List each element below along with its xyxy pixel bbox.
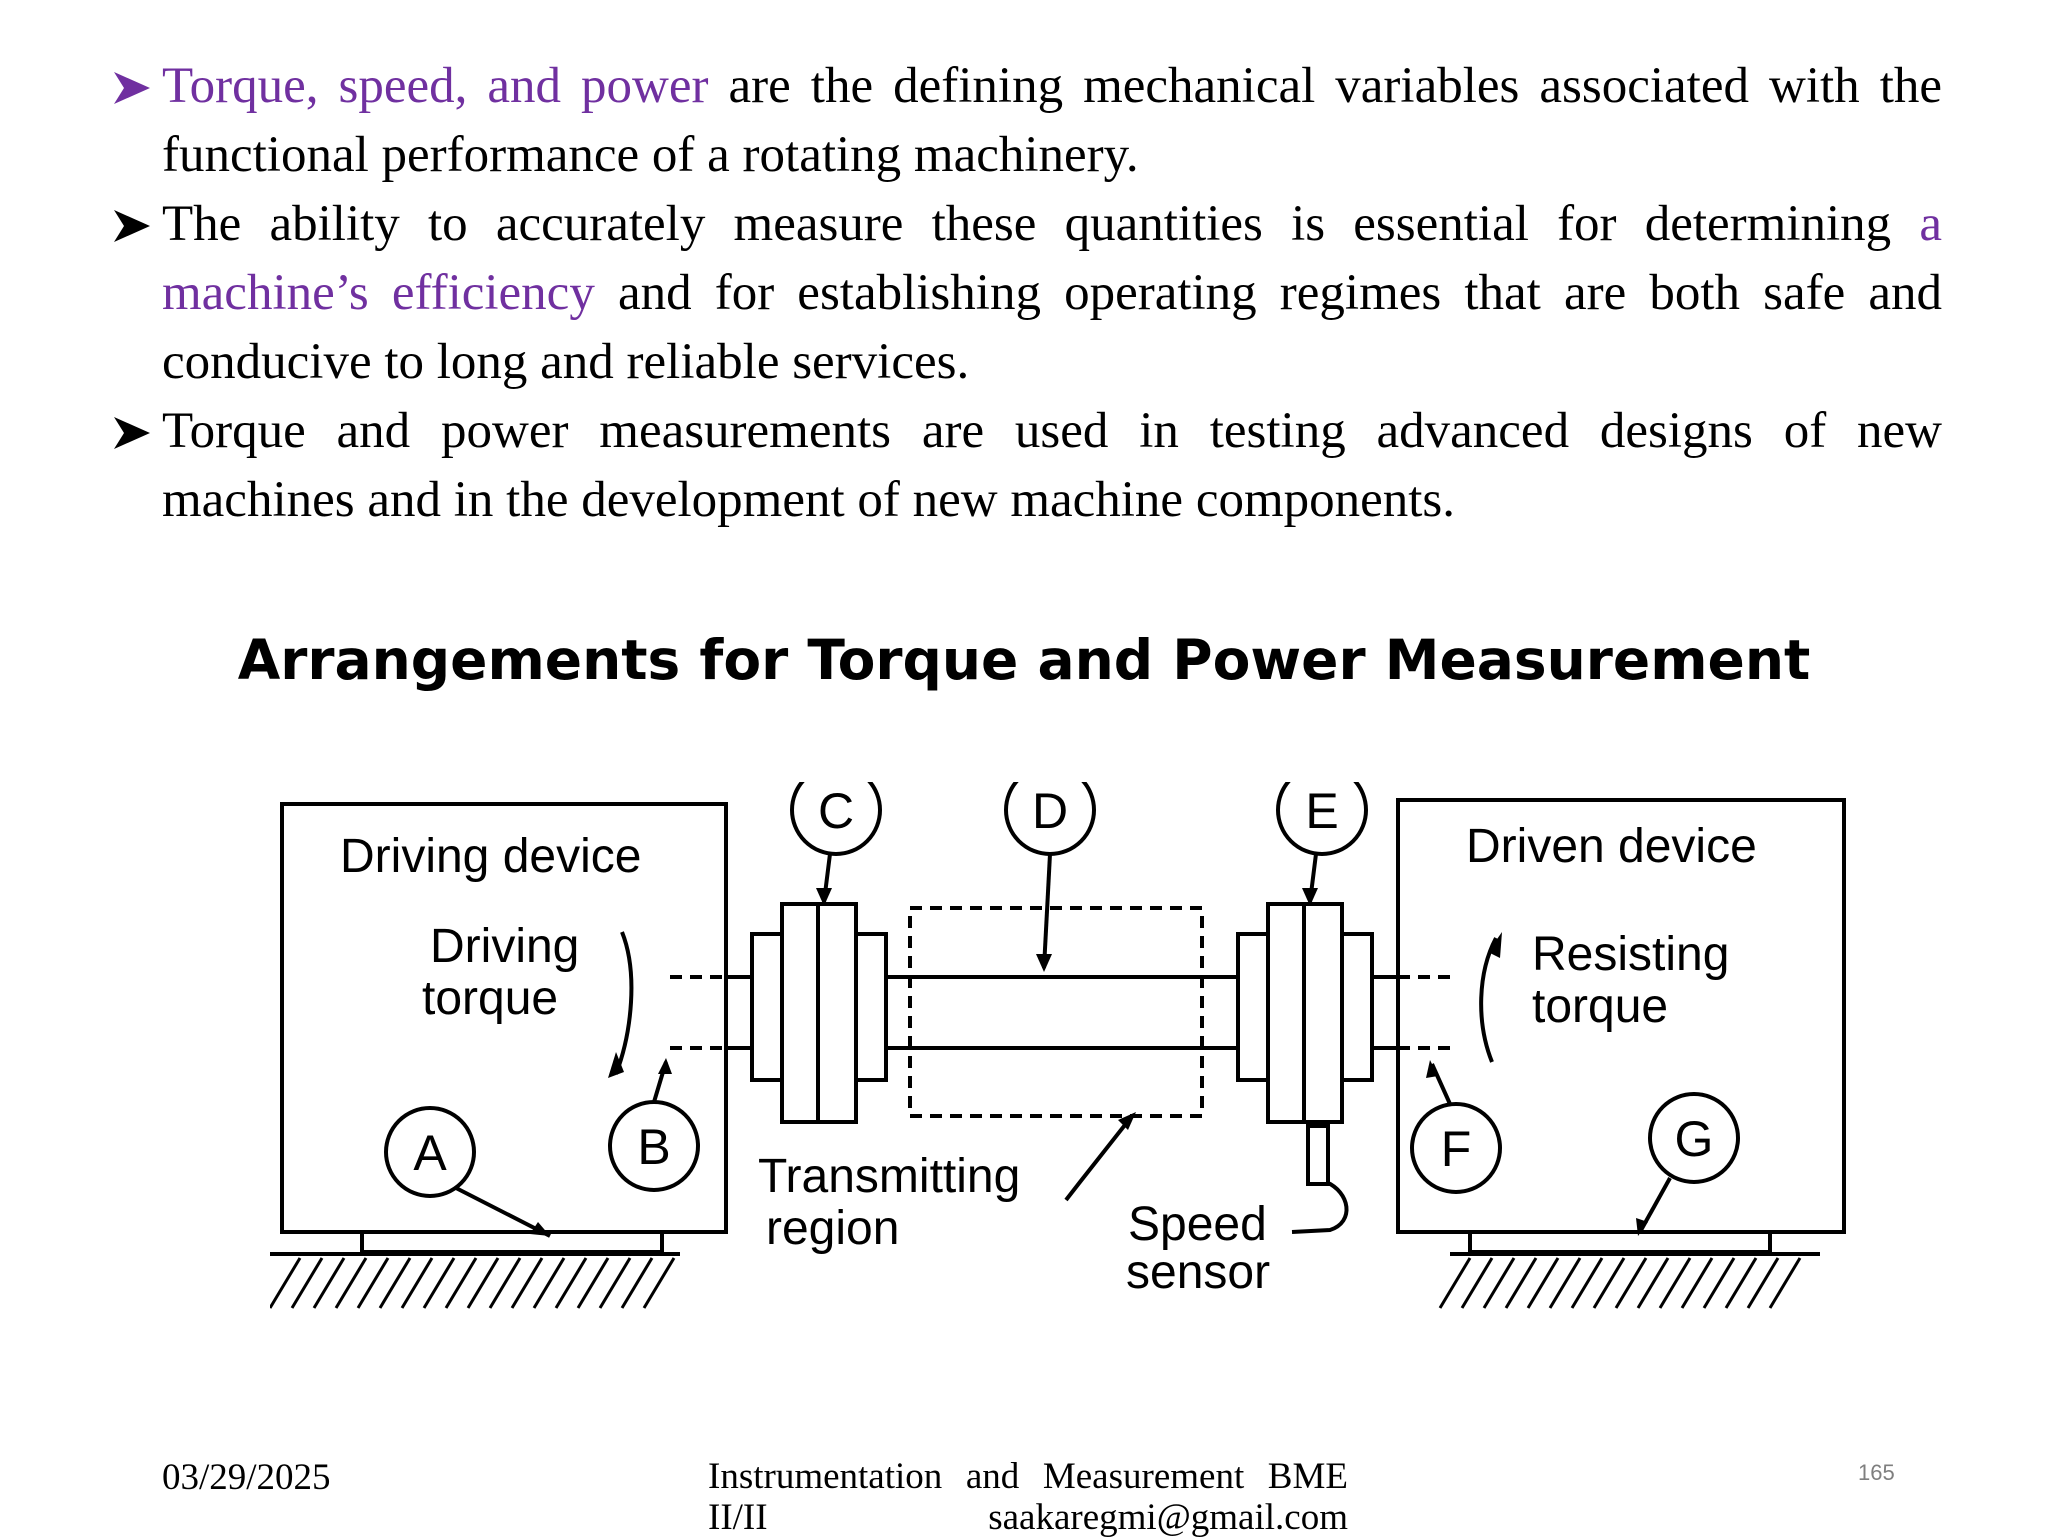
hatch-line: [598, 1257, 632, 1309]
hatch-line: [1724, 1257, 1758, 1309]
label-c: C: [818, 783, 854, 839]
hatch-line: [1658, 1257, 1692, 1309]
bullet-text: Torque and power measurements are used i…: [162, 403, 1942, 528]
driving-torque-label: Driving: [430, 920, 579, 973]
driven-device-label: Driven device: [1466, 820, 1757, 873]
hatch-line: [576, 1257, 610, 1309]
hatch-line: [444, 1257, 478, 1309]
hatch-line: [378, 1257, 412, 1309]
hatch-line: [334, 1257, 368, 1309]
hatch-line: [1460, 1257, 1494, 1309]
hatch-line: [1680, 1257, 1714, 1309]
section-title: Arrangements for Torque and Power Measur…: [237, 628, 1811, 692]
arrow-bullet-icon: [114, 417, 150, 449]
hatch-line: [1526, 1257, 1560, 1309]
transmitting-region-label: region: [766, 1202, 899, 1255]
hatch-line: [554, 1257, 588, 1309]
hatch-line: [620, 1257, 654, 1309]
hatch-line: [1768, 1257, 1802, 1309]
hatch-line: [1636, 1257, 1670, 1309]
label-b: B: [637, 1119, 670, 1175]
hatch-line: [1570, 1257, 1604, 1309]
hatch-line: [532, 1257, 566, 1309]
hatch-line: [642, 1257, 676, 1309]
footer-course-line: Instrumentation and Measurement BME: [708, 1456, 1348, 1497]
hatch-line: [290, 1257, 324, 1309]
label-g: G: [1675, 1111, 1714, 1167]
arrow-bullet-icon: [114, 210, 150, 242]
footer-course: Instrumentation and Measurement BME II/I…: [708, 1456, 1348, 1538]
transmitting-region-box: [908, 906, 1204, 1118]
page-number: 165: [1858, 1460, 1895, 1485]
hatch-line: [1746, 1257, 1780, 1309]
hatch-line: [1504, 1257, 1538, 1309]
highlight-text: Torque, speed, and power: [162, 58, 709, 114]
resisting-torque-label: torque: [1532, 980, 1668, 1033]
hatch-line: [1482, 1257, 1516, 1309]
bullet-item: Torque and power measurements are used i…: [112, 397, 1942, 535]
hatch-line: [1702, 1257, 1736, 1309]
hatch-line: [488, 1257, 522, 1309]
resisting-torque-label: Resisting: [1532, 928, 1729, 981]
footer-course-line: II/II saakaregmi@gmail.com: [708, 1497, 1348, 1538]
hatch-line: [1592, 1257, 1626, 1309]
label-a: A: [413, 1125, 447, 1181]
hatch-line: [1614, 1257, 1648, 1309]
hatch-line: [400, 1257, 434, 1309]
transmitting-region-label: Transmitting: [758, 1150, 1020, 1203]
hatch-line: [466, 1257, 500, 1309]
hatch-line: [356, 1257, 390, 1309]
bullet-text: and for establishing operating regimes t…: [162, 265, 1942, 390]
label-f: F: [1441, 1121, 1472, 1177]
driving-torque-label: torque: [422, 972, 558, 1025]
hatch-line: [510, 1257, 544, 1309]
hatch-line: [422, 1257, 456, 1309]
bullet-text: are the defining mechanical variables as…: [162, 58, 1942, 183]
hatch-line: [312, 1257, 346, 1309]
hatch-line: [1438, 1257, 1472, 1309]
bullet-text: The ability to accurately measure these …: [162, 196, 1920, 252]
hatch-line: [1548, 1257, 1582, 1309]
speed-sensor-label: Speed: [1128, 1198, 1267, 1251]
highlight-text: a machine’s efficiency: [162, 196, 1942, 321]
bullet-list: Torque, speed, and power are the definin…: [112, 52, 1942, 535]
arrow-bullet-icon: [114, 72, 150, 104]
ground-hatching: /* hatching drawn below */: [268, 1257, 1802, 1309]
bullet-item: Torque, speed, and power are the definin…: [112, 52, 1942, 190]
label-d: D: [1032, 783, 1068, 839]
bullet-item: The ability to accurately measure these …: [112, 190, 1942, 397]
footer-date: 03/29/2025: [162, 1457, 331, 1498]
torque-measurement-diagram: Driving device Driving torque Driven dev…: [260, 764, 1870, 1322]
driving-device-label: Driving device: [340, 830, 641, 883]
speed-sensor-label: sensor: [1126, 1246, 1270, 1299]
speed-sensor: [1306, 1124, 1330, 1186]
hatch-line: [268, 1257, 302, 1309]
label-e: E: [1305, 783, 1338, 839]
